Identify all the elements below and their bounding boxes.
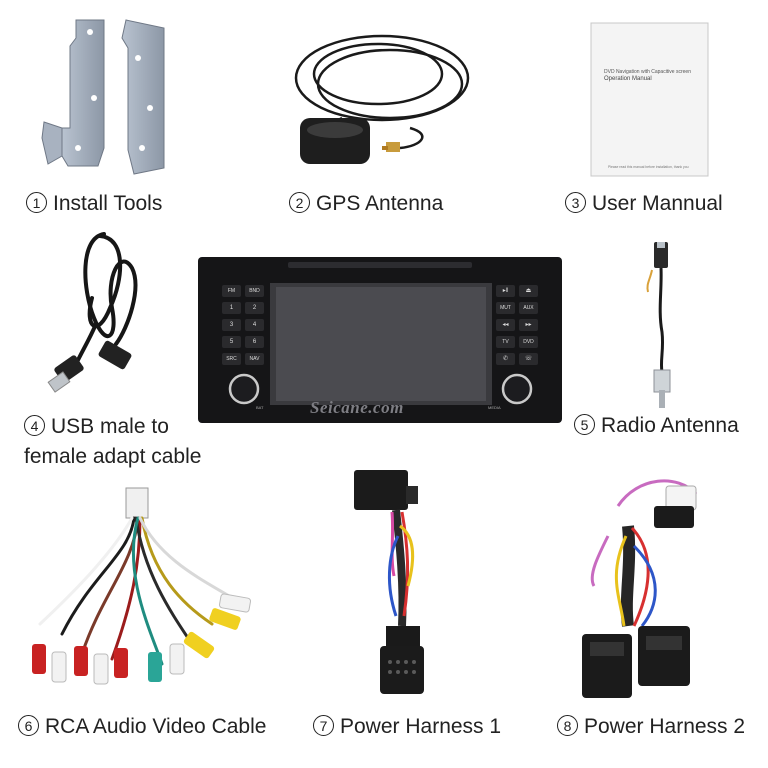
usb-cable-icon <box>47 232 138 393</box>
button-4[interactable]: 4 <box>245 319 264 331</box>
left-button-panel: FM BND 1 2 3 4 5 6 SRC NAV <box>222 285 264 365</box>
caption-number: 2 <box>289 192 310 213</box>
manual-footer: Please read this manual before installat… <box>608 165 689 169</box>
caption-number: 5 <box>574 414 595 435</box>
button-3[interactable]: 3 <box>222 319 241 331</box>
button-dvd[interactable]: DVD <box>519 336 538 348</box>
bracket-icon <box>41 19 165 175</box>
button-prev[interactable]: ◂◂ <box>496 319 515 331</box>
button-call[interactable]: ✆ <box>496 353 515 365</box>
head-unit-icon <box>198 257 562 423</box>
button-bnd[interactable]: BND <box>245 285 264 297</box>
caption-number: 3 <box>565 192 586 213</box>
antenna-icon <box>646 242 671 408</box>
caption-number: 1 <box>26 192 47 213</box>
rca-cable-icon <box>32 487 252 685</box>
caption-number: 4 <box>24 415 45 436</box>
manual-icon <box>590 22 709 177</box>
harness-icon <box>582 479 698 698</box>
radio-antenna-image <box>640 240 690 410</box>
user-manual-image: DVD Navigation with Capacitive screen Op… <box>590 22 710 178</box>
brand-watermark: Seicane.com <box>310 398 404 417</box>
button-nav[interactable]: NAV <box>245 353 264 365</box>
usb-cable-image <box>40 228 150 400</box>
button-fm[interactable]: FM <box>222 285 241 297</box>
button-2[interactable]: 2 <box>245 302 264 314</box>
harness-icon <box>354 470 424 694</box>
head-unit-image: Seicane.com FM BND 1 2 3 4 5 6 SRC NAV ▸… <box>198 257 562 423</box>
right-button-panel: ▸‖ ⏏ MUT AUX ◂◂ ▸▸ TV DVD ✆ ☏ <box>496 285 538 365</box>
install-tools-image <box>38 18 173 178</box>
button-1[interactable]: 1 <box>222 302 241 314</box>
power-harness-2-image <box>568 466 718 702</box>
button-aux[interactable]: AUX <box>519 302 538 314</box>
gps-puck-icon <box>294 34 470 164</box>
power-harness-1-image <box>346 466 446 698</box>
manual-line1: DVD Navigation with Capacitive screen <box>604 69 691 75</box>
caption-number: 6 <box>18 715 39 736</box>
manual-line2: Operation Manual <box>604 76 652 82</box>
button-play-pause[interactable]: ▸‖ <box>496 285 515 297</box>
button-eject[interactable]: ⏏ <box>519 285 538 297</box>
right-knob-label: MEDIA <box>488 405 501 410</box>
button-5[interactable]: 5 <box>222 336 241 348</box>
button-6[interactable]: 6 <box>245 336 264 348</box>
rca-cable-image <box>22 484 256 704</box>
left-knob-label: BAT <box>256 405 264 410</box>
caption-number: 8 <box>557 715 578 736</box>
button-src[interactable]: SRC <box>222 353 241 365</box>
button-hangup[interactable]: ☏ <box>519 353 538 365</box>
gps-antenna-image <box>282 18 482 178</box>
button-tv[interactable]: TV <box>496 336 515 348</box>
caption-number: 7 <box>313 715 334 736</box>
button-mut[interactable]: MUT <box>496 302 515 314</box>
button-next[interactable]: ▸▸ <box>519 319 538 331</box>
